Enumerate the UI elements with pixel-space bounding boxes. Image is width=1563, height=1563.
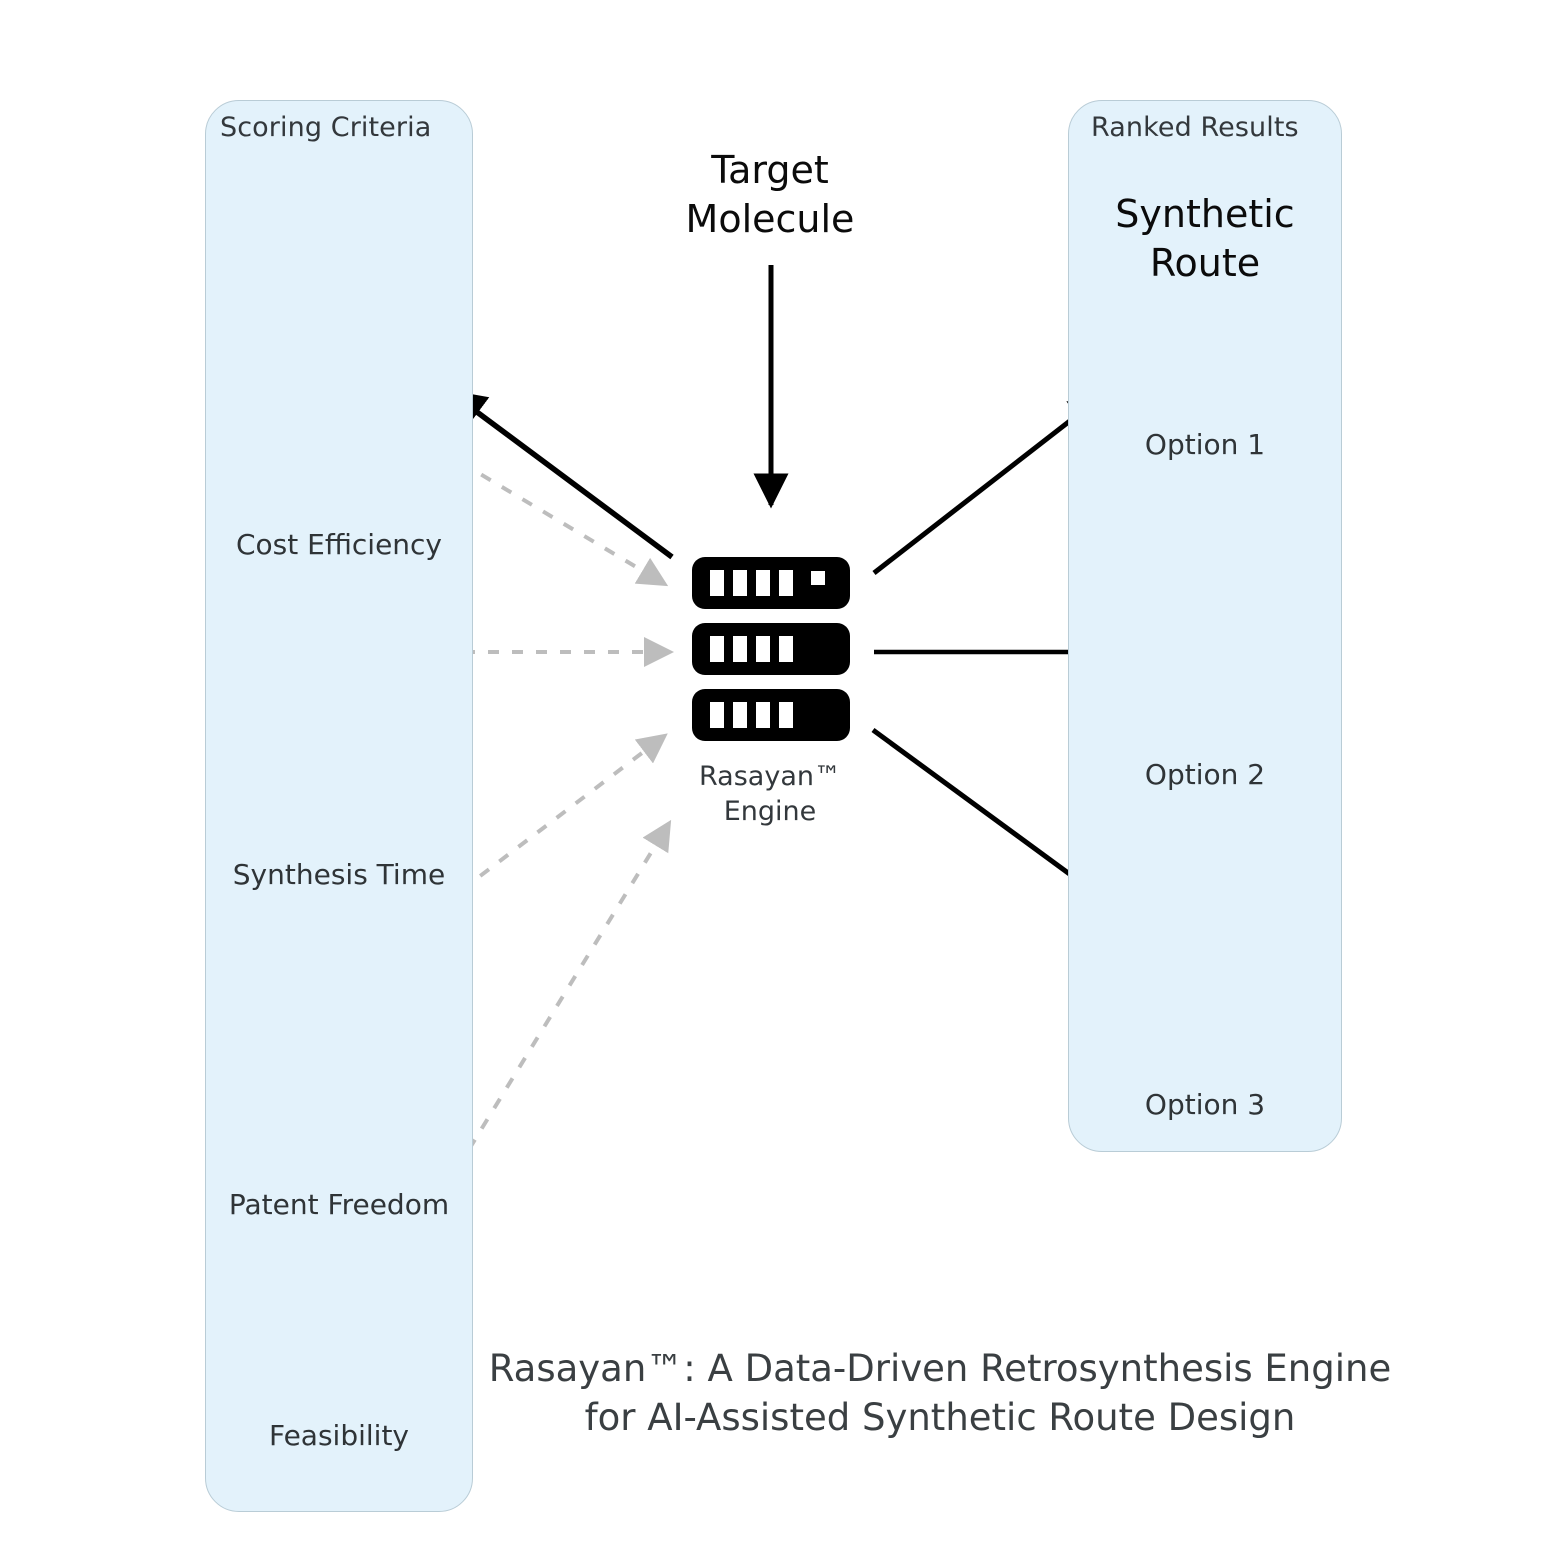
criterion-feasibility[interactable]: Feasibility <box>269 1419 409 1452</box>
scoring-criteria-title: Scoring Criteria <box>220 112 432 143</box>
arrow-feasibility-to-engine <box>442 819 672 1192</box>
ranked-results-panel: Ranked Results Option 1 Option 2 Option … <box>1068 100 1342 1152</box>
result-option-1[interactable]: Option 1 <box>1144 428 1266 461</box>
target-molecule-line-1: Target <box>711 148 829 192</box>
criterion-cost-efficiency[interactable]: Cost Efficiency <box>235 528 443 561</box>
figure-caption-line-1: Rasayan™: A Data-Driven Retrosynthesis E… <box>488 1347 1392 1390</box>
figure-caption: Rasayan™: A Data-Driven Retrosynthesis E… <box>360 1345 1520 1443</box>
synthetic-route-heading: Synthetic Route <box>1068 190 1342 287</box>
scoring-criteria-panel: Scoring Criteria Cost Efficiency Synthes… <box>205 100 473 1512</box>
synthetic-route-line-1: Synthetic <box>1115 192 1295 236</box>
arrow-cost-efficiency-to-engine <box>438 448 669 587</box>
criterion-synthesis-time[interactable]: Synthesis Time <box>232 858 446 891</box>
server-rack-icon[interactable] <box>692 557 850 741</box>
server-rack-glyph <box>692 557 850 741</box>
result-option-2[interactable]: Option 2 <box>1144 758 1266 791</box>
result-option-3[interactable]: Option 3 <box>1144 1088 1266 1121</box>
rasayan-engine-label: Rasayan™ Engine <box>650 760 890 829</box>
target-molecule-line-2: Molecule <box>685 196 855 241</box>
arrow-patent-freedom-to-engine <box>440 733 668 907</box>
ranked-results-title: Ranked Results <box>1091 112 1299 143</box>
arrow-engine-to-cost-efficiency <box>446 389 674 560</box>
target-molecule-label: Target Molecule <box>620 146 920 243</box>
rasayan-engine-line-2: Engine <box>723 795 817 827</box>
synthetic-route-line-2: Route <box>1149 240 1261 285</box>
rasayan-engine-line-1: Rasayan™ <box>699 761 841 792</box>
criterion-patent-freedom[interactable]: Patent Freedom <box>228 1188 450 1221</box>
figure-caption-line-2: for AI-Assisted Synthetic Route Design <box>584 1395 1296 1439</box>
